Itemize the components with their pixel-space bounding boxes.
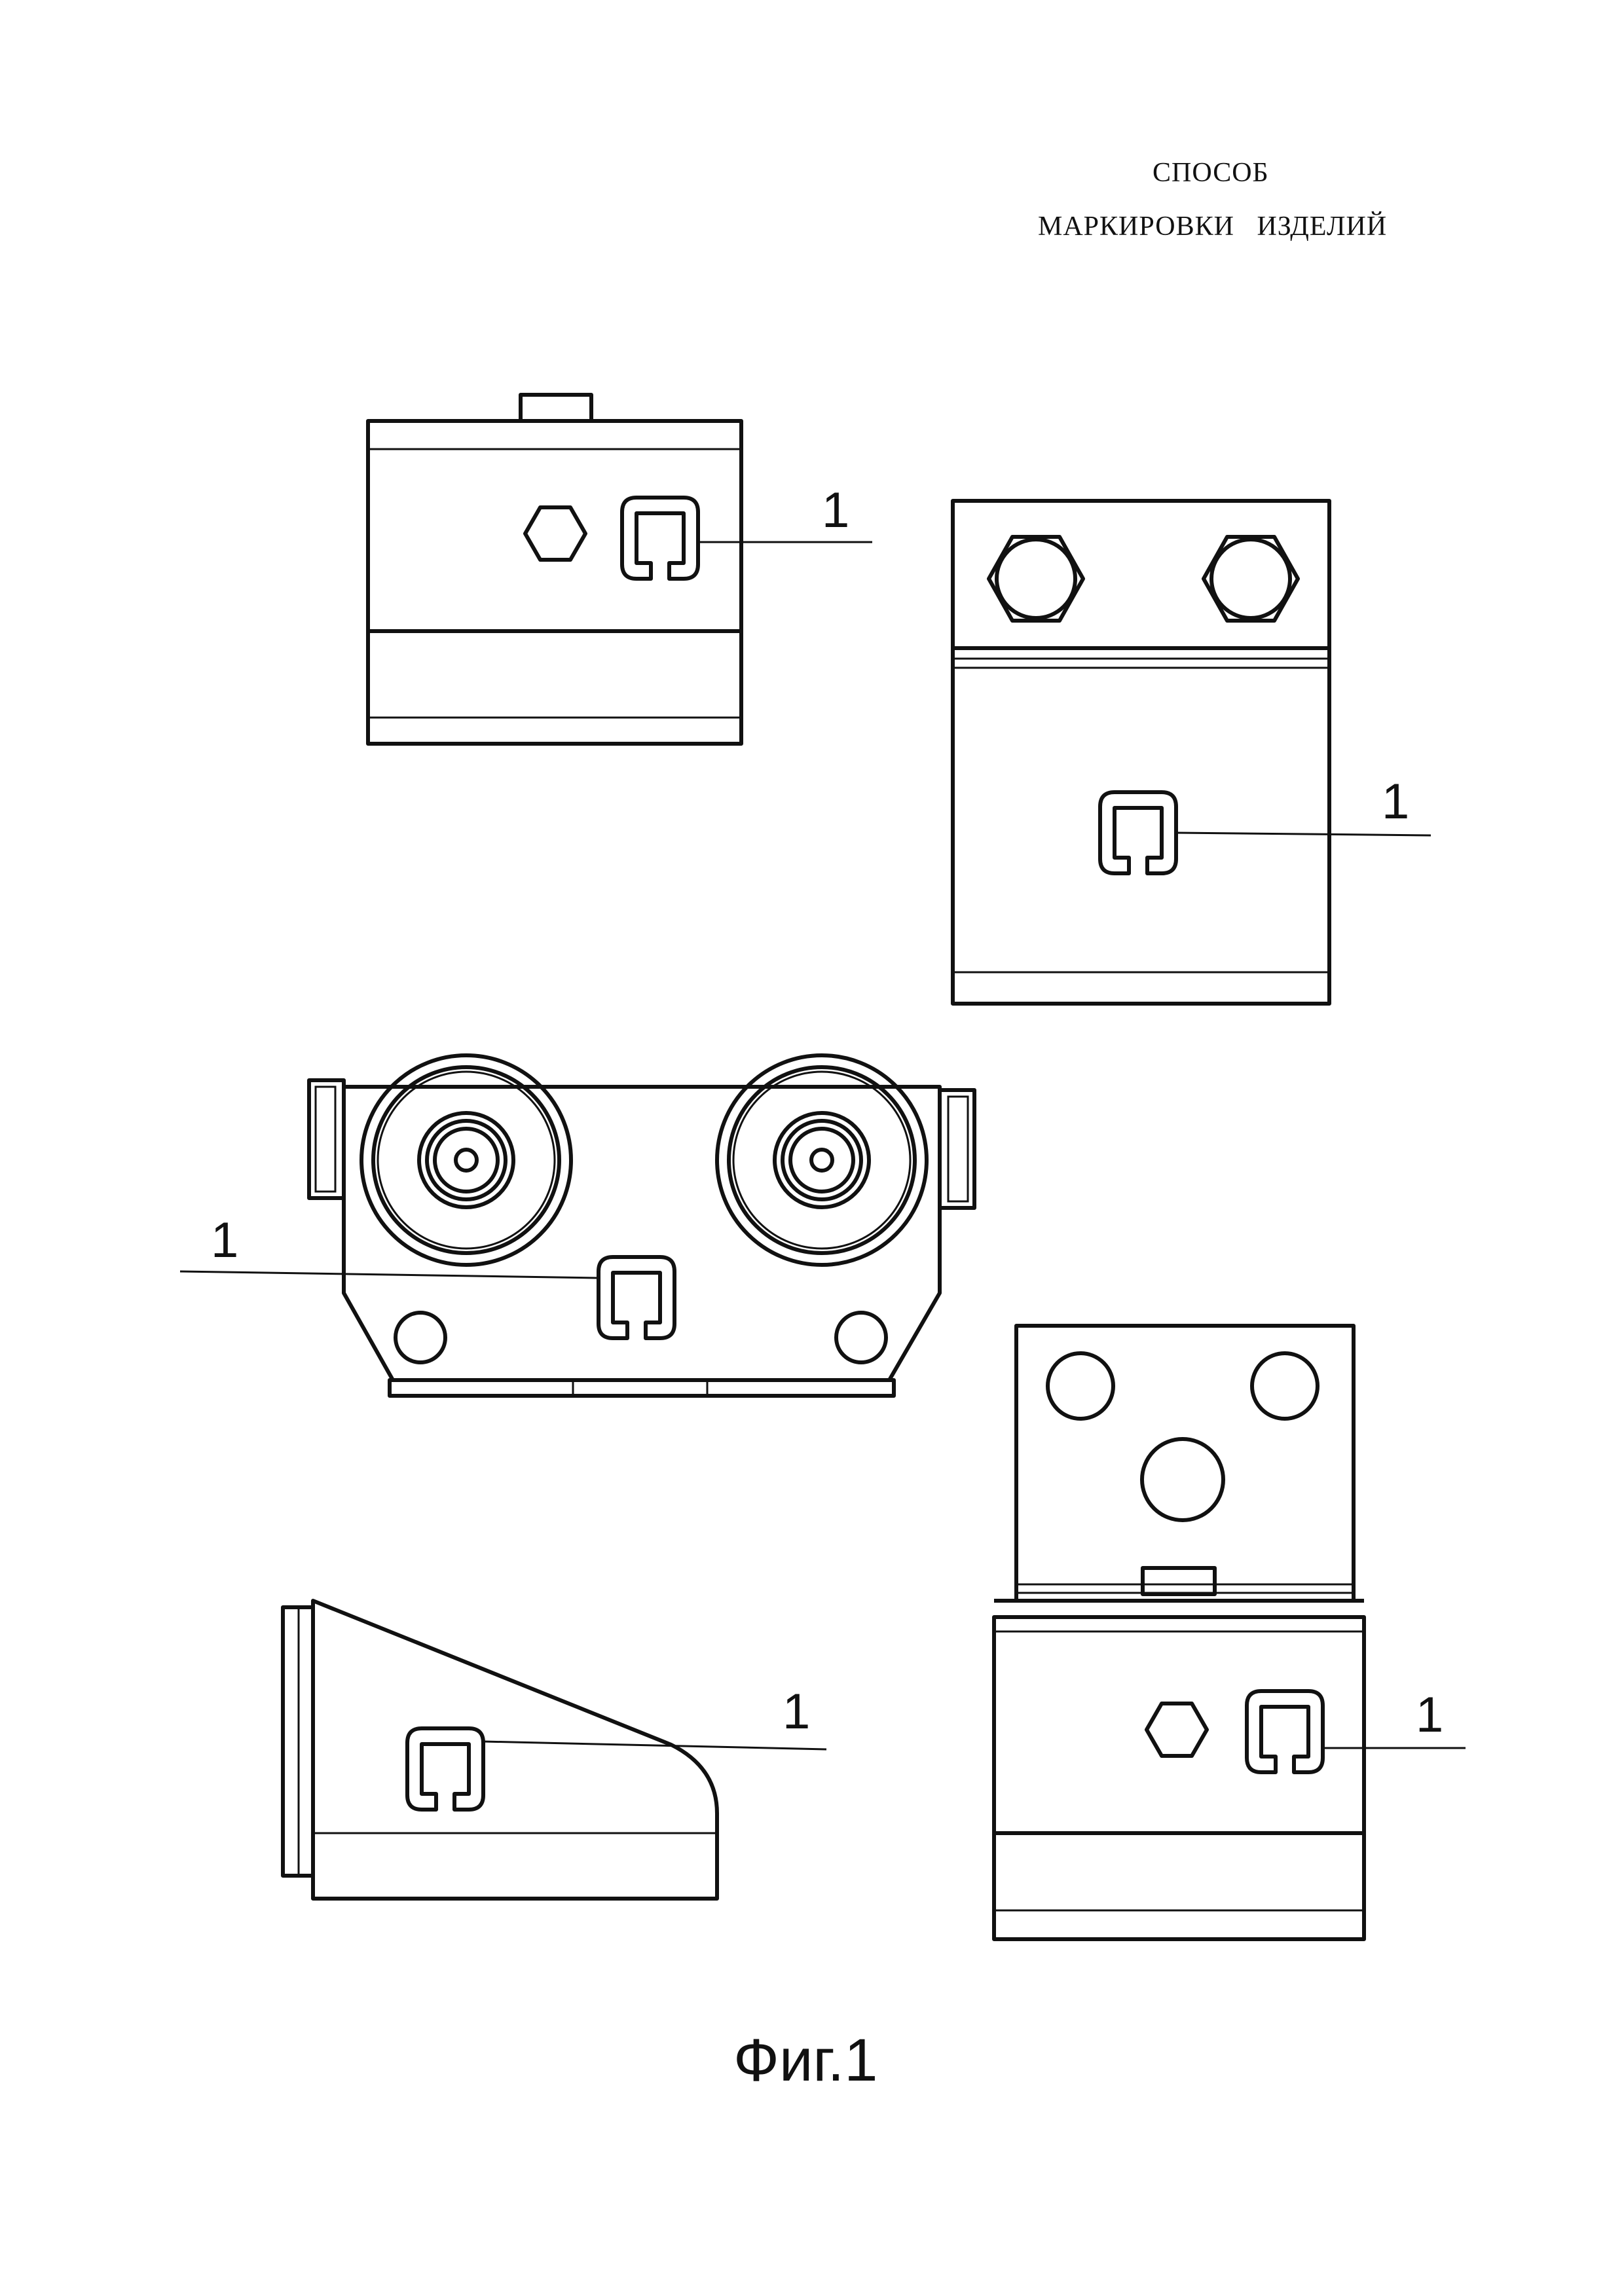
marking-symbol-icon <box>1247 1691 1323 1772</box>
marking-symbol-icon <box>407 1728 483 1810</box>
part-plate-top-right: 1 <box>951 499 1431 1006</box>
reference-label: 1 <box>1382 774 1409 829</box>
marking-symbol-icon <box>599 1257 674 1338</box>
reference-label: 1 <box>1416 1687 1443 1743</box>
part-roller-carriage: 1 <box>179 1055 976 1398</box>
bolt-head-icon <box>1204 537 1298 621</box>
marking-symbol-icon <box>622 498 698 579</box>
reference-label: 1 <box>822 483 849 538</box>
part-wedge-bracket: 1 <box>281 1599 827 1901</box>
figure-caption: Фиг.1 <box>733 2027 878 2094</box>
bolt-head-icon <box>989 537 1083 621</box>
part-block-top-left: 1 <box>366 393 872 746</box>
reference-label: 1 <box>211 1212 238 1268</box>
title-line-2: МАРКИРОВКИ ИЗДЕЛИЙ <box>1038 211 1388 242</box>
title-line-1: СПОСОБ <box>1153 158 1269 188</box>
hex-nut-icon <box>525 507 585 560</box>
hex-nut-icon <box>1147 1704 1207 1756</box>
marking-symbol-icon <box>1100 792 1176 873</box>
reference-label: 1 <box>783 1684 810 1740</box>
part-hinge-assembly: 1 <box>992 1324 1466 1941</box>
